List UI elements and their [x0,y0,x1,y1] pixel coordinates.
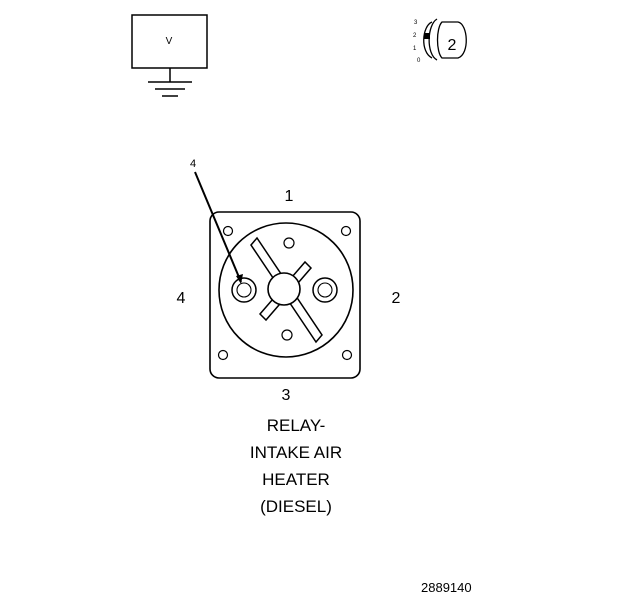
pin-scale-1: 1 [413,46,417,52]
pin-scale-3: 3 [414,20,418,26]
mount-hole-bottom-right [341,349,353,361]
center-hole [267,272,301,306]
terminal-label-left: 4 [177,290,186,307]
ground-icon [148,81,192,97]
callout-number: 4 [190,158,196,170]
caption-line-2: INTAKE AIR [249,443,343,462]
caption-line-3: HEATER [262,470,330,489]
terminal-1-hole [283,237,295,249]
relay-caption: RELAY- INTAKE AIR HEATER (DIESEL) [196,412,396,520]
relay-body [209,211,361,379]
callout-leader: 4 [190,158,243,284]
voltmeter-label: V [166,36,173,47]
connector-view-icon: 3 2 1 0 2 [413,18,467,64]
terminal-label-right: 2 [392,290,401,307]
figure-number: 2889140 [421,580,472,595]
voltmeter-box [131,14,208,69]
caption-line-1: RELAY- [266,416,326,435]
voltmeter-symbol: V [131,14,208,97]
terminal-label-top: 1 [285,188,294,205]
terminal-3-hole [281,329,293,341]
pin-scale-2: 2 [413,33,417,39]
mount-hole-top-left [222,225,234,237]
mount-hole-top-right [340,225,352,237]
terminal-label-bottom: 3 [282,387,291,404]
connector-view-number: 2 [448,37,457,54]
pin-scale-0: 0 [417,58,421,64]
caption-line-4: (DIESEL) [260,497,332,516]
mount-hole-bottom-left [217,349,229,361]
